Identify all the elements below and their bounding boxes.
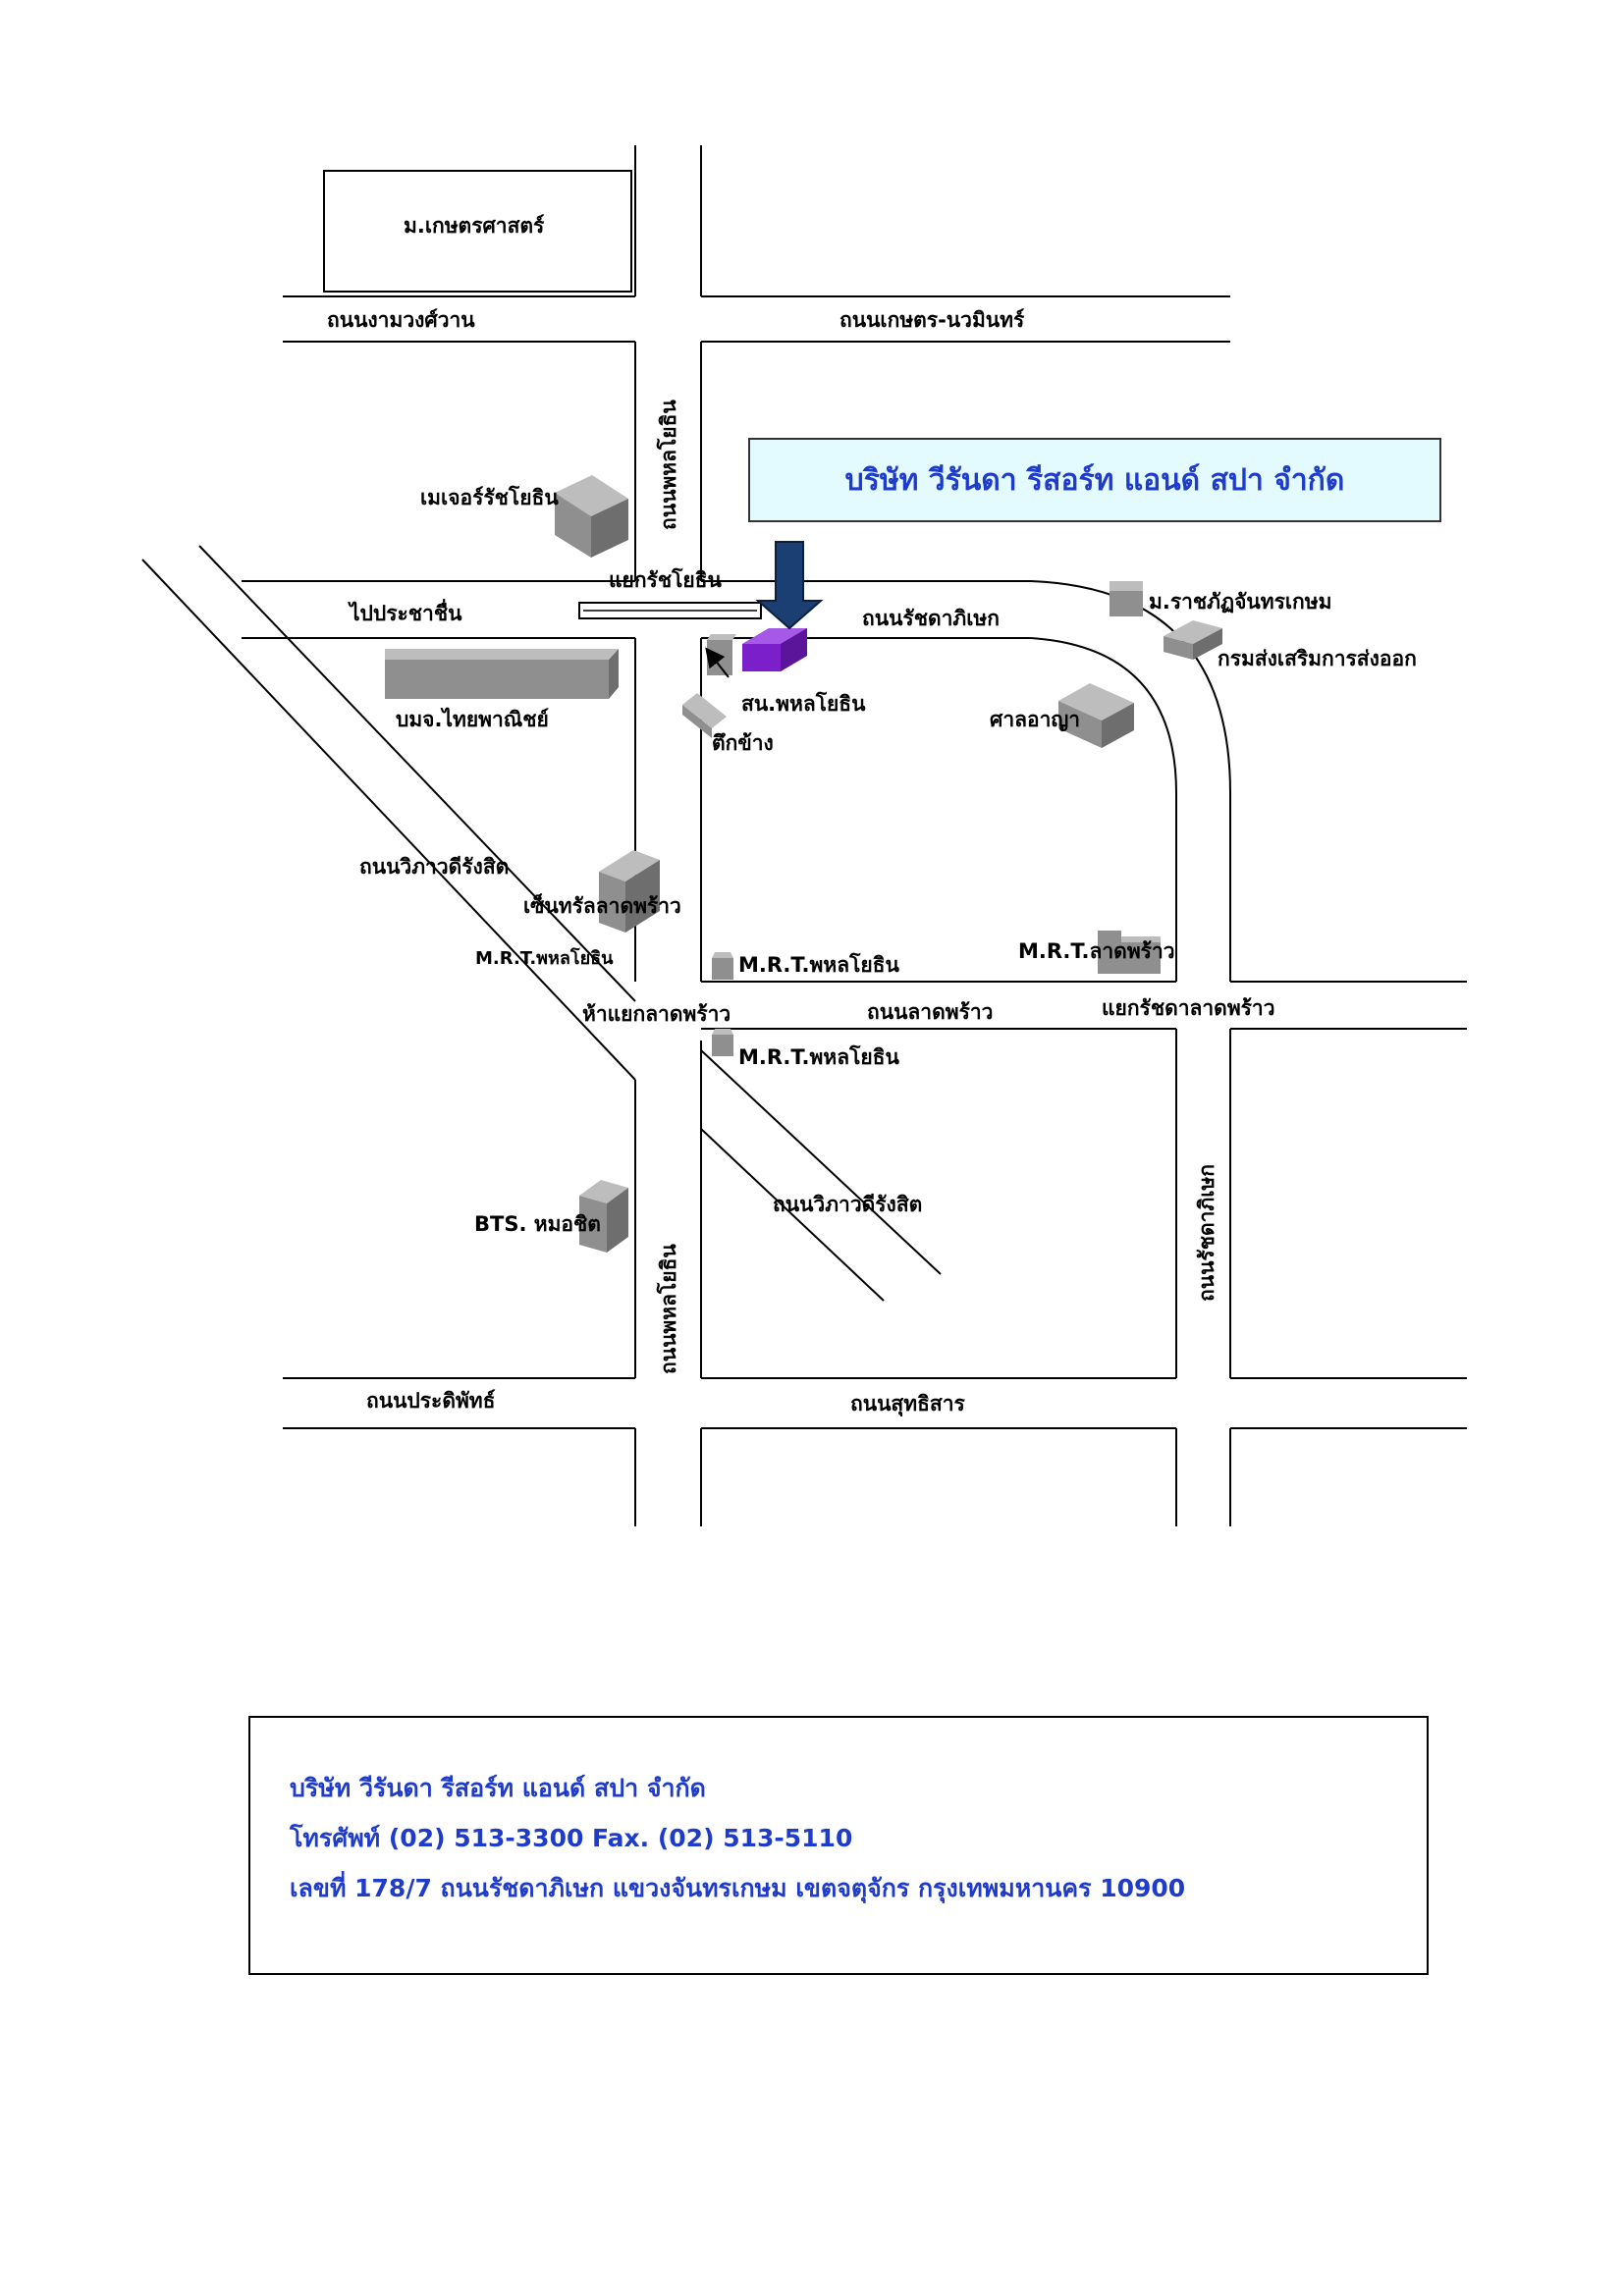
label-ratchayothin-junction: แยกรัชโยธิน xyxy=(609,567,722,592)
label-phahonyothin-road-bottom: ถนนพหลโยธิน xyxy=(656,1244,680,1374)
label-kaset-nawamin-road: ถนนเกษตร-นวมินทร์ xyxy=(839,308,1025,332)
scb-building-icon xyxy=(385,649,619,699)
mrt-ladprao-building-icon xyxy=(1098,931,1161,974)
label-major-cineplex: เมเจอร์รัชโยธิน xyxy=(420,485,559,509)
label-ku-university: ม.เกษตรศาสตร์ xyxy=(404,214,545,238)
label-mrt-phahon-left: M.R.T.พหลโยธิน xyxy=(475,947,614,969)
label-bts-mochit: BTS. หมอชิต xyxy=(474,1212,601,1236)
target-building-icon xyxy=(742,628,807,671)
ratchadaphisek-road-lines xyxy=(242,580,1231,1526)
contact-company-name: บริษัท วีรันดา รีสอร์ท แอนด์ สปา จำกัด xyxy=(290,1774,706,1802)
ku-university-block xyxy=(323,170,632,293)
mrt-phahon-lower-building-icon xyxy=(712,1029,733,1056)
label-central-ladprao: เซ็นทรัลลาดพร้าว xyxy=(523,892,681,918)
label-mrt-phahon-lower: M.R.T.พหลโยธิน xyxy=(738,1044,899,1069)
label-ngamwongwan-road: ถนนงามวงศ์วาน xyxy=(327,308,475,332)
label-export-dept: กรมส่งเสริมการส่งออก xyxy=(1218,647,1417,670)
label-next-building: ตึกข้าง xyxy=(712,731,774,755)
label-criminal-court: ศาลอาญา xyxy=(990,708,1080,732)
label-suthisan-road: ถนนสุทธิสาร xyxy=(850,1392,966,1417)
chandrakasem-building-icon xyxy=(1110,581,1143,616)
location-arrow-icon xyxy=(755,541,824,630)
bts-mochit-building-icon xyxy=(579,1180,628,1253)
phahonyothin-road-lines xyxy=(634,145,702,1526)
mrt-phahon-mid-building-icon xyxy=(712,952,733,980)
label-ladprao-road: ถนนลาดพร้าว xyxy=(867,1000,993,1024)
label-ha-yaek-ladprao: ห้าแยกลาดพร้าว xyxy=(582,1002,731,1026)
label-mrt-phahon-mid: M.R.T.พหลโยธิน xyxy=(738,952,899,977)
label-scb: บมจ.ไทยพาณิชย์ xyxy=(396,707,549,731)
export-dept-building-icon xyxy=(1164,620,1222,660)
pointer-arrow-icon xyxy=(705,647,730,678)
label-to-pracha-chuen: ไปประชาชื่น xyxy=(348,598,462,625)
company-banner: บริษัท วีรันดา รีสอร์ท แอนด์ สปา จำกัด xyxy=(748,438,1441,522)
next-building-icon xyxy=(682,693,727,738)
major-cineplex-building-icon xyxy=(555,475,628,558)
label-ratchadaphisek-road-right: ถนนรัชดาภิเษก xyxy=(1195,1164,1218,1302)
suthisan-road-lines xyxy=(283,1377,1467,1429)
vibhavadi-road-lines xyxy=(141,545,942,1302)
contact-address: เลขที่ 178/7 ถนนรัชดาภิเษก แขวงจันทรเกษม… xyxy=(290,1874,1186,1902)
contact-phone-fax: โทรศัพท์ (02) 513-3300 Fax. (02) 513-511… xyxy=(290,1824,853,1852)
label-mrt-ladprao: M.R.T.ลาดพร้าว xyxy=(1018,939,1175,963)
label-ratchadaphisek-road-top: ถนนรัชดาภิเษก xyxy=(862,607,1000,630)
ngamwongwan-road-lines xyxy=(283,295,1230,343)
label-pradiphat-road: ถนนประดิพัทธ์ xyxy=(366,1389,495,1413)
ladprao-road-lines xyxy=(701,981,1467,1030)
criminal-court-building-icon xyxy=(1058,683,1134,748)
label-phahon-police: สน.พหลโยธิน xyxy=(741,691,866,716)
label-chandrakasem-university: ม.ราชภัฏจันทรเกษม xyxy=(1149,590,1331,614)
contact-box: บริษัท วีรันดา รีสอร์ท แอนด์ สปา จำกัด โ… xyxy=(248,1716,1429,1975)
label-vibhavadi-road-bottom: ถนนวิภาวดีรังสิต xyxy=(773,1193,922,1216)
central-ladprao-building-icon xyxy=(599,850,660,933)
label-vibhavadi-road-top: ถนนวิภาวดีรังสิต xyxy=(359,855,509,879)
company-banner-title: บริษัท วีรันดา รีสอร์ท แอนด์ สปา จำกัด xyxy=(844,462,1345,498)
label-phahonyothin-road-top: ถนนพหลโยธิน xyxy=(656,400,680,530)
label-ratchada-ladprao-junction: แยกรัชดาลาดพร้าว xyxy=(1102,996,1275,1020)
location-map: ม.เกษตรศาสตร์ ถนนงามวงศ์วาน ถนนเกษตร-นวม… xyxy=(141,145,1467,1526)
